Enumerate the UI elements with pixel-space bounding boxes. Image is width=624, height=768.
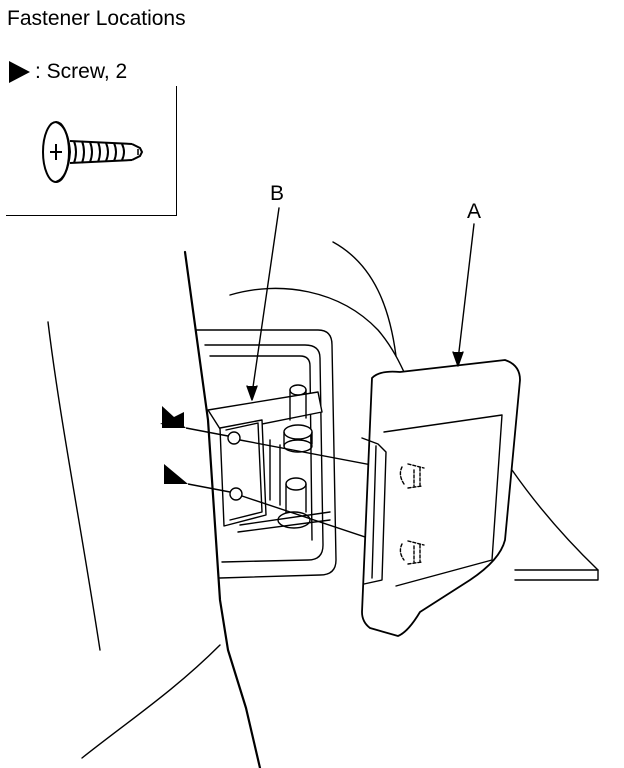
hinge-cover-inner-panel [383, 414, 503, 587]
fastener-marker-lower [164, 464, 188, 484]
page-title: Fastener Locations [7, 7, 186, 30]
body-panel-outer-edge [47, 321, 101, 651]
callout-a-leader [457, 223, 475, 361]
background-sill [514, 569, 599, 581]
background-curve-top [332, 241, 397, 357]
callout-b-leader [251, 207, 280, 395]
screw-hole-lower [229, 487, 243, 501]
background-curve-right [511, 469, 599, 571]
fastener-marker-upper-body [162, 406, 186, 428]
screw-icon [42, 121, 144, 183]
screw-hole-upper [227, 431, 241, 445]
screw-inset-box [6, 86, 177, 216]
hinge-bracket [207, 391, 323, 433]
fastener-legend: : Screw, 2 [7, 58, 127, 86]
hinge-knuckle-lower [285, 477, 307, 491]
triangle-marker-icon [9, 61, 30, 83]
callout-a-label: A [467, 200, 481, 223]
cover-clip-upper [399, 463, 425, 489]
body-panel-lower-edge [81, 644, 221, 759]
cover-clip-lower [399, 540, 425, 565]
body-pillar-edge [183, 250, 262, 768]
callout-b-label: B [270, 182, 284, 205]
hinge-opening-inner2 [209, 355, 313, 541]
hinge-cover-rib [361, 437, 387, 585]
hinge-plate-inner [225, 422, 263, 521]
hinge-knuckle-upper [289, 384, 307, 396]
legend-label: : Screw, 2 [35, 60, 128, 83]
hinge-opening-inner [204, 344, 324, 563]
hinge-opening-outer [195, 329, 337, 579]
background-curve-left [229, 287, 411, 386]
